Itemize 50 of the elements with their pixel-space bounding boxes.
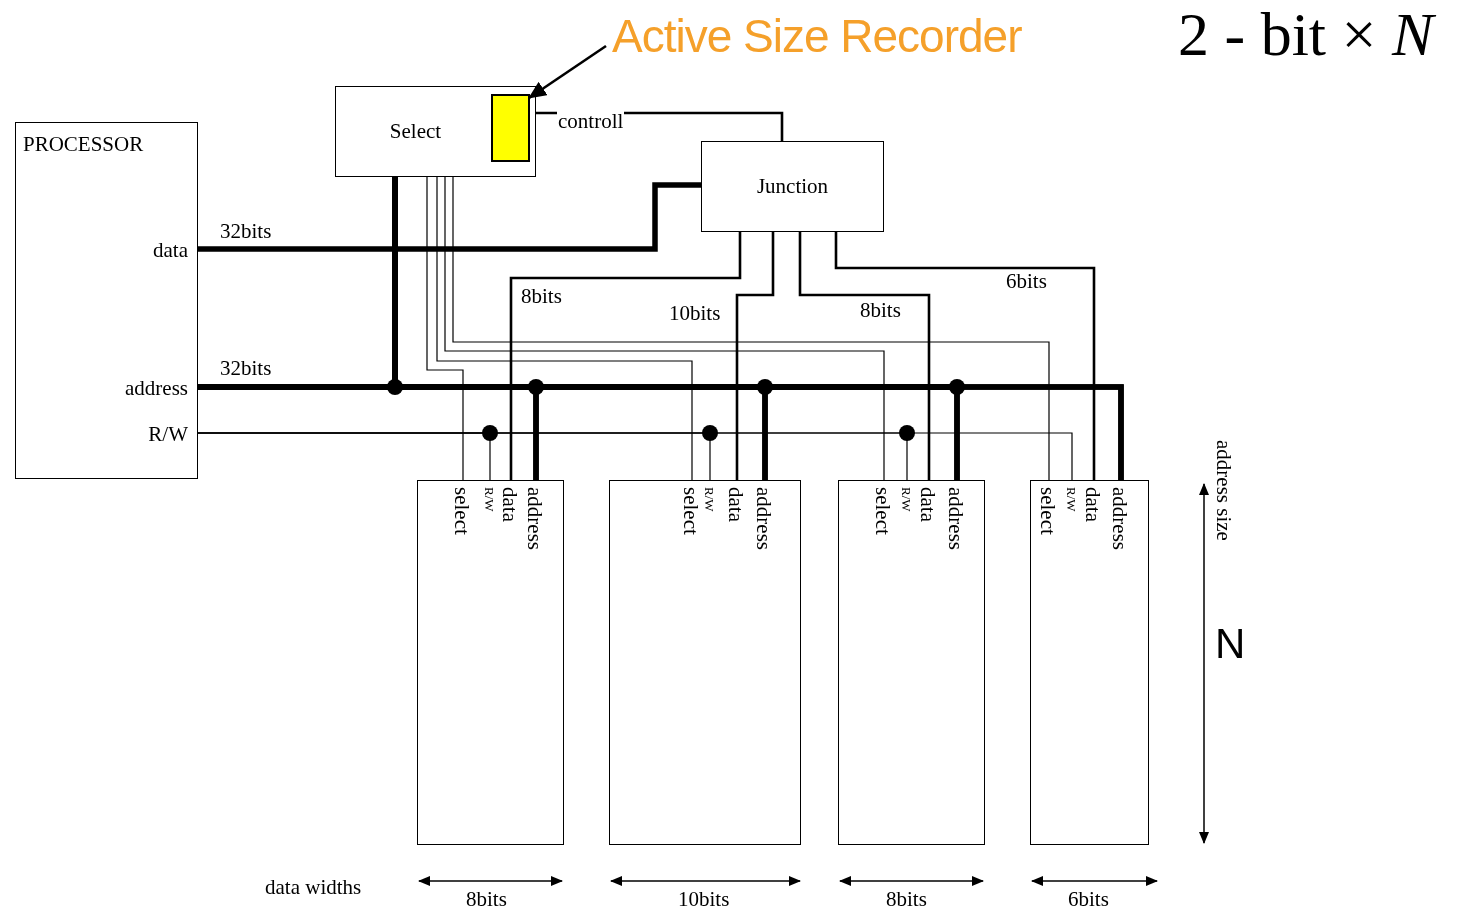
caption-label: data widths [265,876,362,899]
port-label: R/W [482,487,496,512]
box-title: Junction [755,174,830,197]
port-label: select [1037,487,1059,535]
port-label: data [917,487,939,522]
port-label: R/W [148,423,188,445]
wire [735,232,775,480]
width-label: 8bits [466,888,507,911]
select-box [335,86,536,177]
callout-label: Active Size Recorder [612,9,1022,64]
width-label: 6bits [1068,888,1109,911]
port-label: data [725,487,747,522]
processor-box [15,122,198,479]
port-label: address [125,377,188,399]
recorder-box [491,94,530,162]
arrow [528,44,607,100]
port-label: R/W [1064,487,1078,512]
memory-block [1030,480,1149,845]
formula-label: 2 - bit × N [1178,2,1434,66]
port-label: select [872,487,894,535]
port-label: address [945,487,967,550]
width-label: 8bits [886,888,927,911]
port-label: data [1082,487,1104,522]
port-label: data [153,239,188,261]
port-label: address [524,487,546,550]
wire [509,232,742,480]
port-label: select [680,487,702,535]
port-label: R/W [702,487,716,512]
memory-block [417,480,564,845]
port-label: address [1109,487,1131,550]
wire [436,176,693,481]
width-label: 10bits [678,888,730,911]
wire [198,182,701,252]
box-title: PROCESSOR [23,133,144,155]
axis-label: N [1215,622,1246,666]
port-label: select [451,487,473,535]
box-title: Select [388,119,443,142]
wire [452,176,1050,481]
wire [444,176,885,481]
wire [798,232,931,480]
memory-block [838,480,985,845]
wire [834,232,1096,480]
wire [426,176,464,481]
port-label: R/W [899,487,913,512]
junction-box [701,141,884,232]
wire [197,432,1073,481]
axis-label: address size [1212,440,1235,541]
port-label: address [753,487,775,550]
port-label: data [499,487,521,522]
memory-block [609,480,801,845]
